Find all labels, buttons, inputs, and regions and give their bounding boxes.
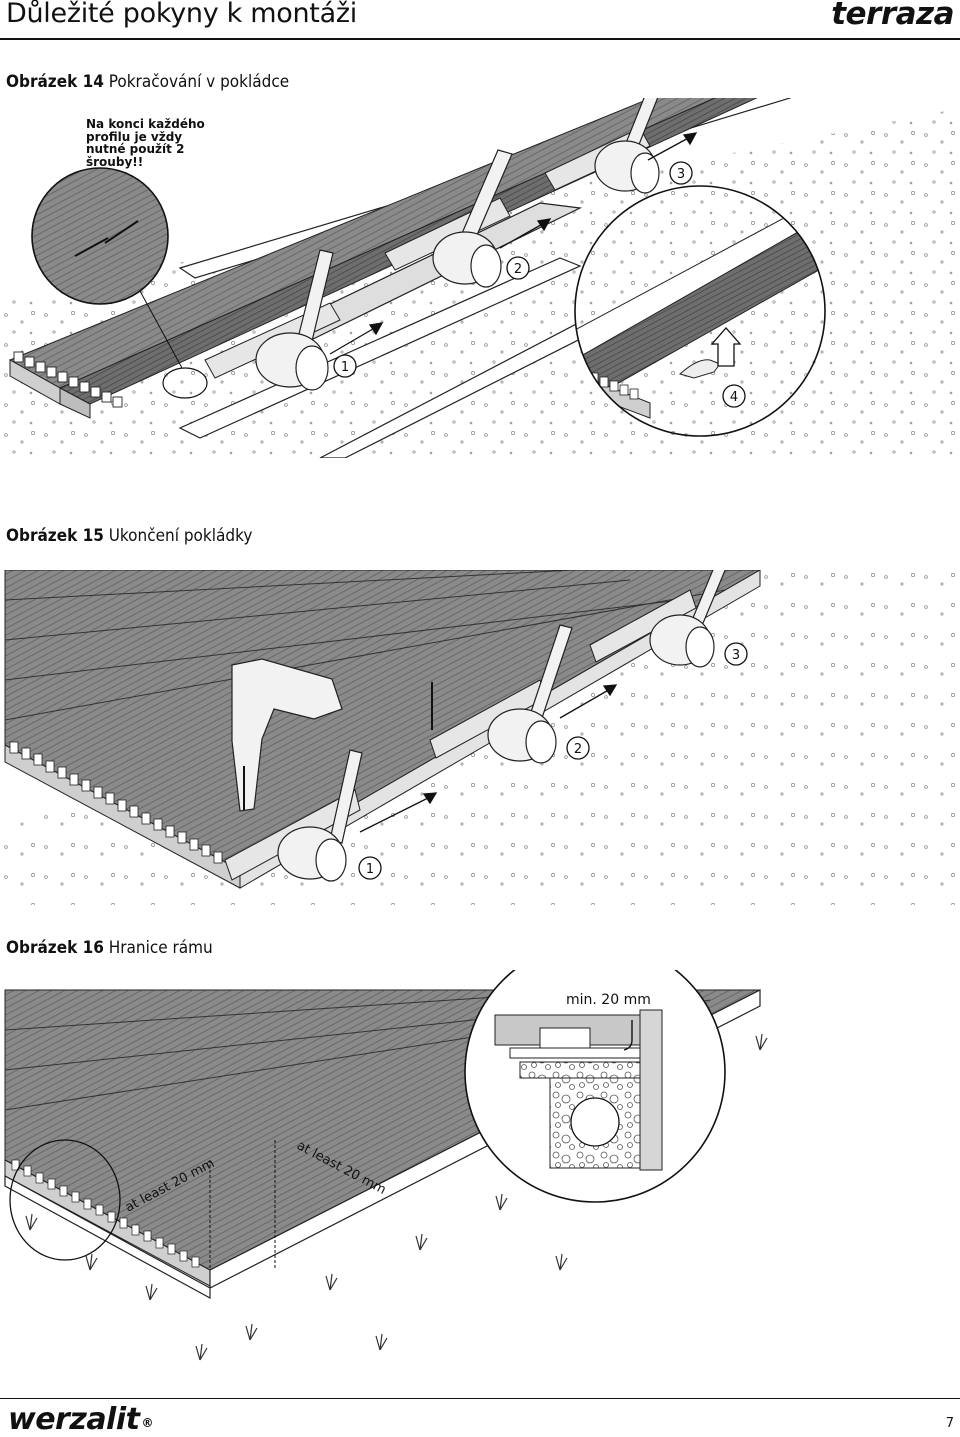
- registered-mark: ®: [141, 1416, 153, 1430]
- figure-14-illustration: 1 2 3 4: [0, 98, 960, 458]
- drill-icon: [231, 658, 433, 812]
- figure-16-title: Hranice rámu: [108, 938, 213, 958]
- figure-16-caption: Obrázek 16 Hranice rámu: [6, 938, 213, 958]
- figure-15-illustration: 1 2 3: [0, 570, 960, 905]
- figure-16-cross-section: min. 20 mm: [464, 970, 726, 1203]
- figure-14-step-4: 4: [730, 390, 738, 405]
- figure-14-step-3: 3: [677, 167, 685, 182]
- figure-14-caption: Obrázek 14 Pokračování v pokládce: [6, 72, 289, 92]
- footer-brand-name: werzalit: [8, 1402, 140, 1437]
- screw-note: Na konci každého profilu je vždy nutné p…: [86, 117, 205, 169]
- terraza-logo: terraza: [831, 0, 954, 32]
- page-number: 7: [945, 1416, 954, 1431]
- figure-15-label: Obrázek 15: [6, 526, 104, 546]
- figure-15-title: Ukončení pokládky: [108, 526, 253, 546]
- page-header: Důležité pokyny k montáži terraza: [0, 0, 960, 40]
- figure-14-step-1: 1: [341, 360, 349, 375]
- figure-15-step-2: 2: [574, 742, 582, 757]
- header-rule: [0, 38, 960, 40]
- figure-14-label: Obrázek 14: [6, 72, 104, 92]
- figure-15-step-1: 1: [366, 862, 374, 877]
- figure-14-step-markers: 1 2 3: [333, 161, 693, 378]
- footer-rule: [0, 1398, 960, 1399]
- figure-16-illustration: at least 20 mm min. 20 mm at least 20 mm: [0, 970, 960, 1390]
- min-gap-label: min. 20 mm: [566, 992, 651, 1008]
- figure-15-step-3: 3: [732, 648, 740, 663]
- figure-16-label: Obrázek 16: [6, 938, 104, 958]
- figure-14-screw-detail: [31, 167, 208, 399]
- figure-14-step-2: 2: [514, 262, 522, 277]
- werzalit-logo: werzalit®: [8, 1402, 153, 1437]
- figure-14-title: Pokračování v pokládce: [108, 72, 290, 92]
- figure-15-caption: Obrázek 15 Ukončení pokládky: [6, 526, 252, 546]
- figure-14-zoom-detail: 4: [574, 185, 826, 437]
- page-title: Důležité pokyny k montáži: [6, 0, 357, 29]
